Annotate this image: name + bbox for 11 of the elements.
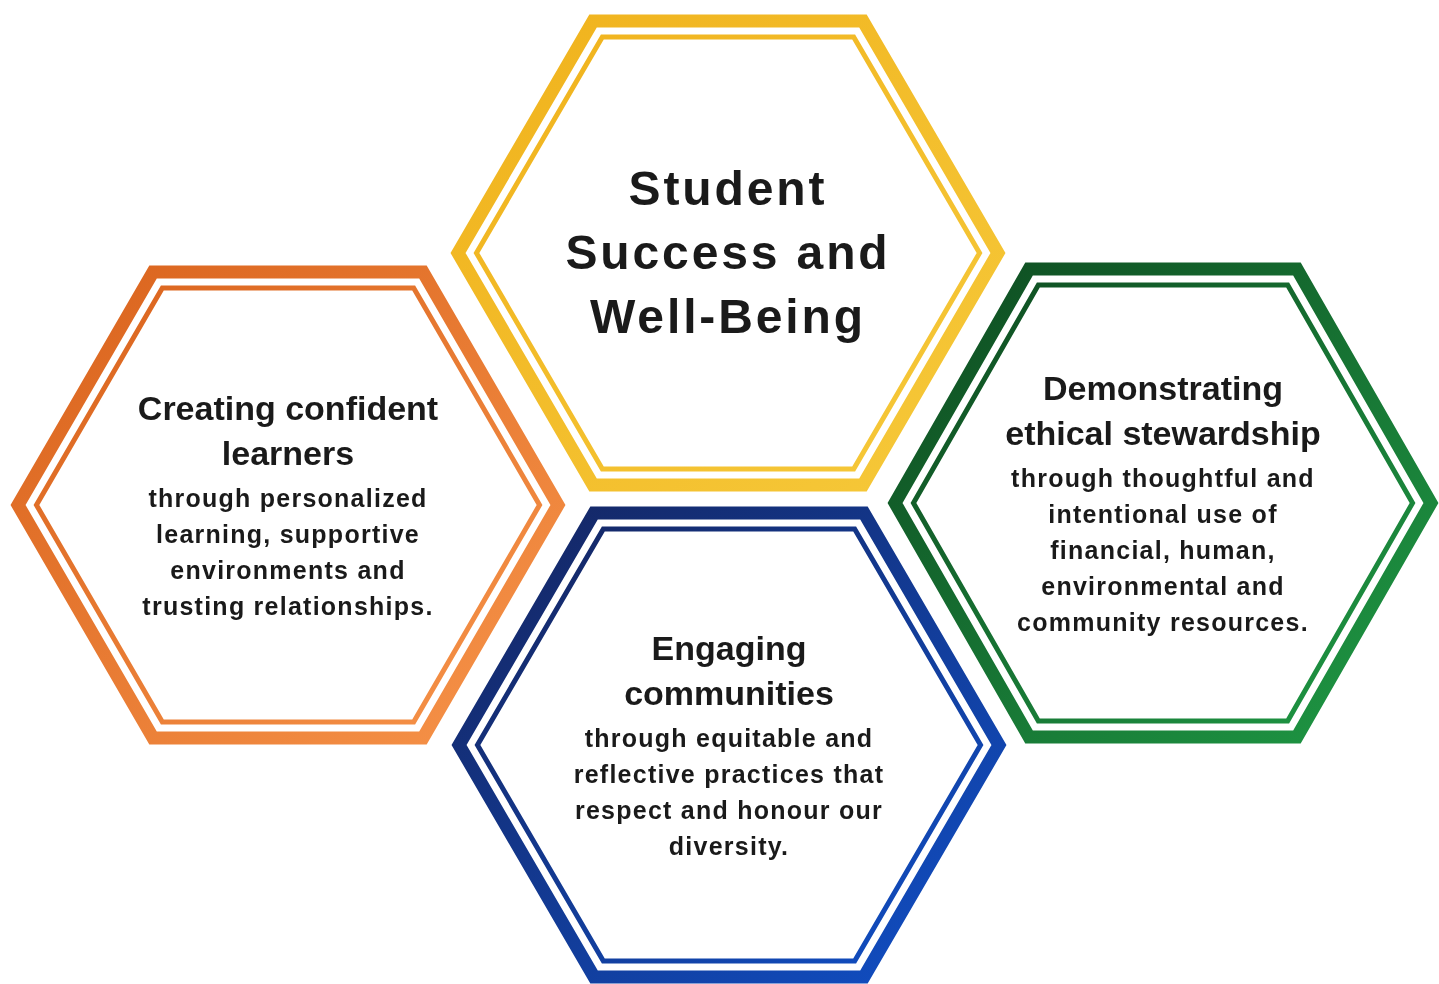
hexagon-frame (887, 262, 1439, 744)
hexagon-body: through thoughtful and intentional use of financial, human, environmental and community resources. (1010, 463, 1316, 638)
hexagon-frame (451, 506, 1007, 984)
hexagon-frame (450, 14, 1006, 492)
hexagon-heading: Demonstrating ethical stewardship (1004, 368, 1322, 454)
hexagon-body: through personalized learning, supportive environments and trusting relationships. (141, 483, 435, 622)
hexagon-body: through equitable and reflective practices that respect and honour our diversity. (572, 723, 886, 862)
hexagon-heading: Student Success and Well-Being (564, 161, 892, 345)
hexagon-heading: Engaging communities (623, 628, 835, 714)
hexagon-frame (10, 265, 566, 745)
hexagon-heading: Creating confident learners (136, 388, 440, 474)
